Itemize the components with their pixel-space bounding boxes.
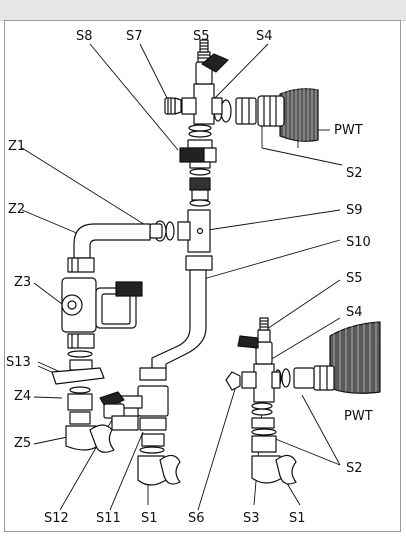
label-z3: Z3 [14, 275, 32, 290]
diagram-frame [4, 20, 401, 532]
lower-tee-assembly [225, 317, 297, 485]
label-pwt-bottom: PWT [344, 409, 373, 424]
label-s3: S3 [243, 511, 260, 526]
label-s4-top: S4 [256, 29, 273, 44]
circulation-pump-z3 [61, 257, 143, 349]
label-s7: S7 [126, 29, 143, 44]
label-s1-right: S1 [289, 511, 306, 526]
label-s9: S9 [346, 203, 363, 218]
label-z4: Z4 [14, 389, 32, 404]
label-s13: S13 [6, 355, 31, 370]
top-tee-assembly [164, 39, 229, 138]
lower-left-valves [51, 350, 115, 453]
label-s5-mid: S5 [346, 271, 363, 286]
label-s4-mid: S4 [346, 305, 363, 320]
label-s2-top: S2 [346, 166, 363, 181]
bent-pipe-z2 [73, 223, 151, 259]
label-s2-bottom: S2 [346, 461, 363, 476]
heat-exchanger-top [213, 88, 319, 142]
label-pwt-top: PWT [334, 123, 363, 138]
label-s5-top: S5 [193, 29, 210, 44]
label-s8: S8 [76, 29, 93, 44]
flow-meter-assembly [179, 139, 217, 207]
label-s6: S6 [188, 511, 205, 526]
distribution-tee-s9 [149, 209, 213, 271]
heat-exchanger-bottom [274, 321, 381, 394]
label-s12: S12 [44, 511, 69, 526]
label-s10: S10 [346, 235, 371, 250]
label-z5: Z5 [14, 436, 32, 451]
bent-pipe-s10 [151, 269, 207, 371]
ball-valve-s11 [99, 367, 181, 486]
label-s1-left: S1 [141, 511, 158, 526]
label-z1: Z1 [8, 139, 26, 154]
label-s11: S11 [96, 511, 121, 526]
label-z2: Z2 [8, 202, 26, 217]
